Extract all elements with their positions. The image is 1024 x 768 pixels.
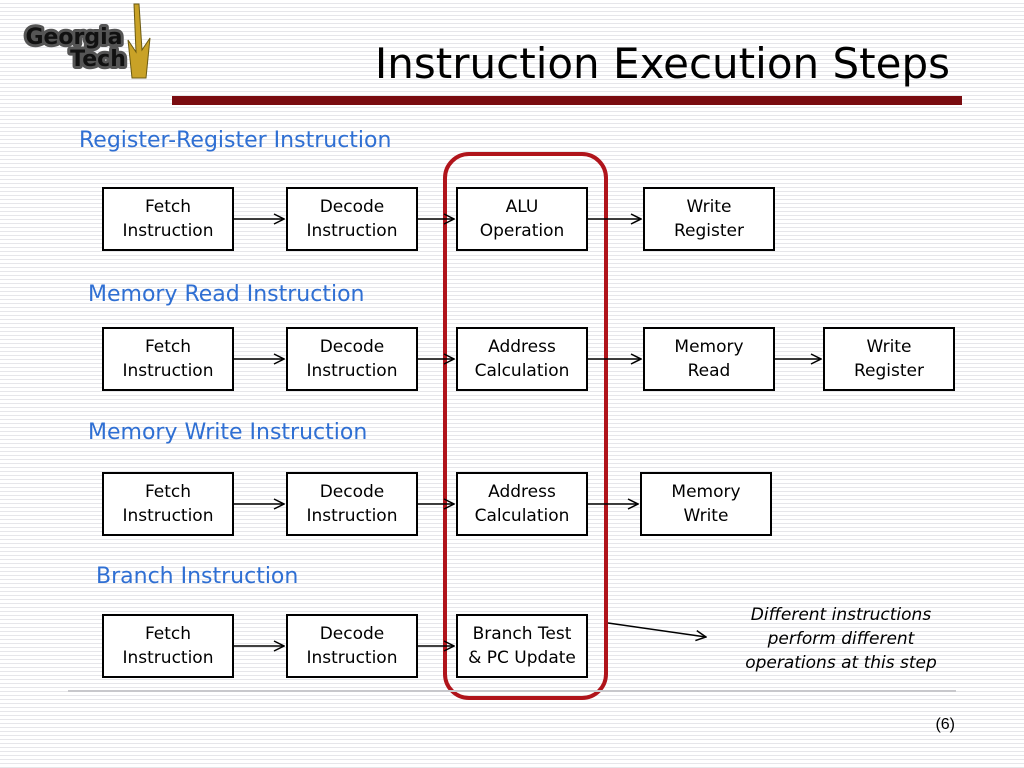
step-alu-operation: ALU Operation [456,187,588,251]
section-label-memory-write: Memory Write Instruction [88,420,368,445]
georgia-tech-logo: Georgia Georgia Tech Tech [12,0,152,84]
logo-text-line1: Georgia [25,25,122,50]
step-memory-write: Memory Write [640,472,772,536]
step-write-register: Write Register [823,327,955,391]
step-fetch-instruction: Fetch Instruction [102,614,234,678]
step-fetch-instruction: Fetch Instruction [102,327,234,391]
step-fetch-instruction: Fetch Instruction [102,472,234,536]
step-address-calculation: Address Calculation [456,472,588,536]
footer-divider [68,690,956,692]
title-underline-bar [172,96,962,105]
step-write-register: Write Register [643,187,775,251]
step-branch-test-pc-update: Branch Test & PC Update [456,614,588,678]
step-address-calculation: Address Calculation [456,327,588,391]
step-decode-instruction: Decode Instruction [286,472,418,536]
section-label-memory-read: Memory Read Instruction [88,282,365,307]
logo-text-line1-fill: Georgia [25,25,122,50]
callout-note: Different instructions perform different… [745,605,937,673]
logo-text-line2-fill: Tech [70,47,126,72]
note-pointer-arrow [607,622,706,637]
logo-text-line2: Tech [70,47,126,72]
page-number: (6) [935,716,955,733]
step-memory-read: Memory Read [643,327,775,391]
step-fetch-instruction: Fetch Instruction [102,187,234,251]
highlight-execution-step-column [443,152,608,700]
step-decode-instruction: Decode Instruction [286,327,418,391]
step-decode-instruction: Decode Instruction [286,614,418,678]
section-label-branch: Branch Instruction [96,564,299,589]
step-decode-instruction: Decode Instruction [286,187,418,251]
section-label-register-register: Register-Register Instruction [79,128,392,153]
slide-title: Instruction Execution Steps [374,39,950,88]
